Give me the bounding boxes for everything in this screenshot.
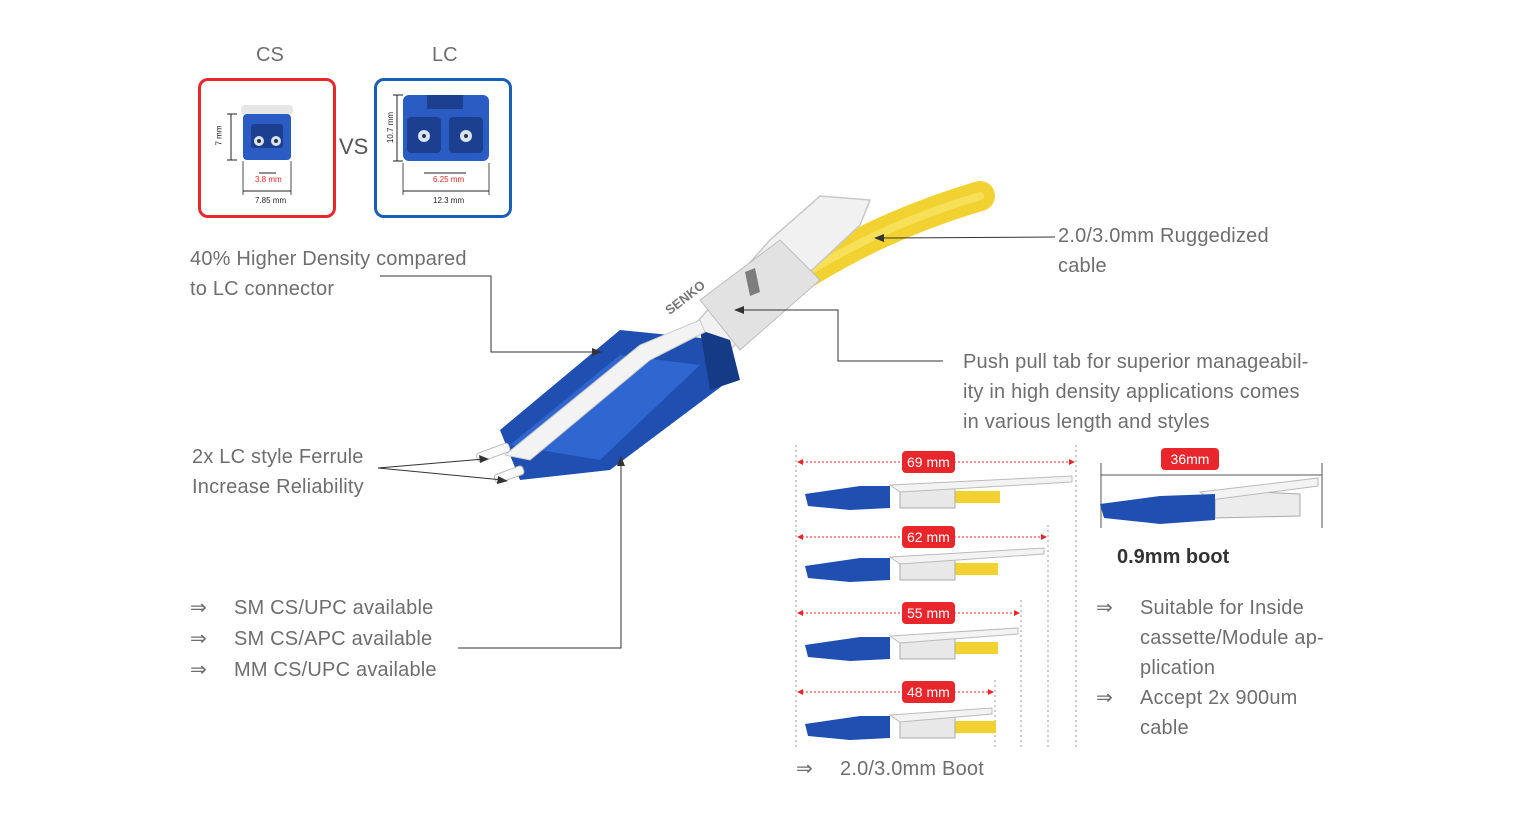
arrow-right-icon: ⇒ [190,597,207,619]
cs-heading: CS [256,44,284,66]
connector-69mm [805,475,1073,510]
short-boot-title: 0.9mm boot [1117,546,1230,568]
density-callout-line2: to LC connector [190,278,335,300]
bullet-line: cable [1140,717,1189,739]
push-pull-callout: Push pull tab for superior manageabil- i… [963,347,1309,437]
lc-heading: LC [432,44,458,66]
arrow-right-icon: ⇒ [190,659,207,681]
connector-48mm [805,707,996,740]
cs-width-label: 7.85 mm [255,196,287,205]
arrow-right-icon: ⇒ [1096,687,1113,709]
ferrule-callout-line2: Increase Reliability [192,476,364,498]
bullet-line: cassette/Module ap- [1140,627,1324,649]
bullet-line: plication [1140,657,1216,679]
ferrule-callout: 2x LC style Ferrule Increase Reliability [192,442,364,502]
cable-callout-line2: cable [1058,255,1107,277]
short-boot-bullets: ⇒ Suitable for Inside cassette/Module ap… [1096,593,1324,743]
availability-text: SM CS/APC available [234,628,433,650]
short-boot-bullet: ⇒ Suitable for Inside cassette/Module ap… [1096,593,1324,683]
density-callout-line1: 40% Higher Density compared [190,248,467,270]
push-pull-line2: ity in high density applications comes [963,381,1300,403]
availability-item: ⇒ SM CS/APC available [190,624,437,655]
bullet-line: Suitable for Inside [1140,597,1304,619]
short-boot-bullet: ⇒ Accept 2x 900um cable [1096,683,1324,743]
push-pull-line3: in various length and styles [963,411,1210,433]
cable-callout: 2.0/3.0mm Ruggedized cable [1058,221,1269,281]
length-badge-62mm: 62 mm [902,526,955,548]
lc-pitch-label: 6.25 mm [433,175,465,184]
cs-front-view [227,105,293,195]
lc-width-label: 12.3 mm [433,196,465,205]
availability-text: SM CS/UPC available [234,597,434,619]
lc-front-view [393,94,490,195]
boot-label: ⇒ 2.0/3.0mm Boot [796,754,984,784]
arrow-right-icon: ⇒ [190,628,207,650]
availability-list: ⇒ SM CS/UPC available ⇒ SM CS/APC availabl… [190,593,437,686]
cs-pitch-label: 3.8 mm [255,175,282,184]
connector-55mm [805,627,1019,661]
cs-comparison-box: 7 mm 3.8 mm 7.85 mm [198,78,336,218]
push-pull-line1: Push pull tab for superior manageabil- [963,351,1309,373]
bullet-line: Accept 2x 900um [1140,687,1298,709]
lc-comparison-box: 10.7 mm 6.25 mm 12.3 mm [374,78,512,218]
connector-62mm [805,547,1045,582]
density-callout: 40% Higher Density compared to LC connec… [190,244,467,304]
availability-item: ⇒ MM CS/UPC available [190,655,437,686]
length-badge-48mm: 48 mm [902,681,955,703]
arrow-right-icon: ⇒ [1096,597,1113,619]
availability-item: ⇒ SM CS/UPC available [190,593,437,624]
arrow-right-icon: ⇒ [796,758,813,780]
cable-callout-line1: 2.0/3.0mm Ruggedized [1058,225,1269,247]
availability-text: MM CS/UPC available [234,659,437,681]
connector-0-9mm-boot [1100,463,1323,528]
length-badge-55mm: 55 mm [902,602,955,624]
boot-label-text: 2.0/3.0mm Boot [840,758,984,780]
ferrule-callout-line1: 2x LC style Ferrule [192,446,364,468]
length-badge-36mm: 36mm [1161,448,1219,470]
length-badge-69mm: 69 mm [902,451,955,473]
vs-label: VS [339,134,369,159]
